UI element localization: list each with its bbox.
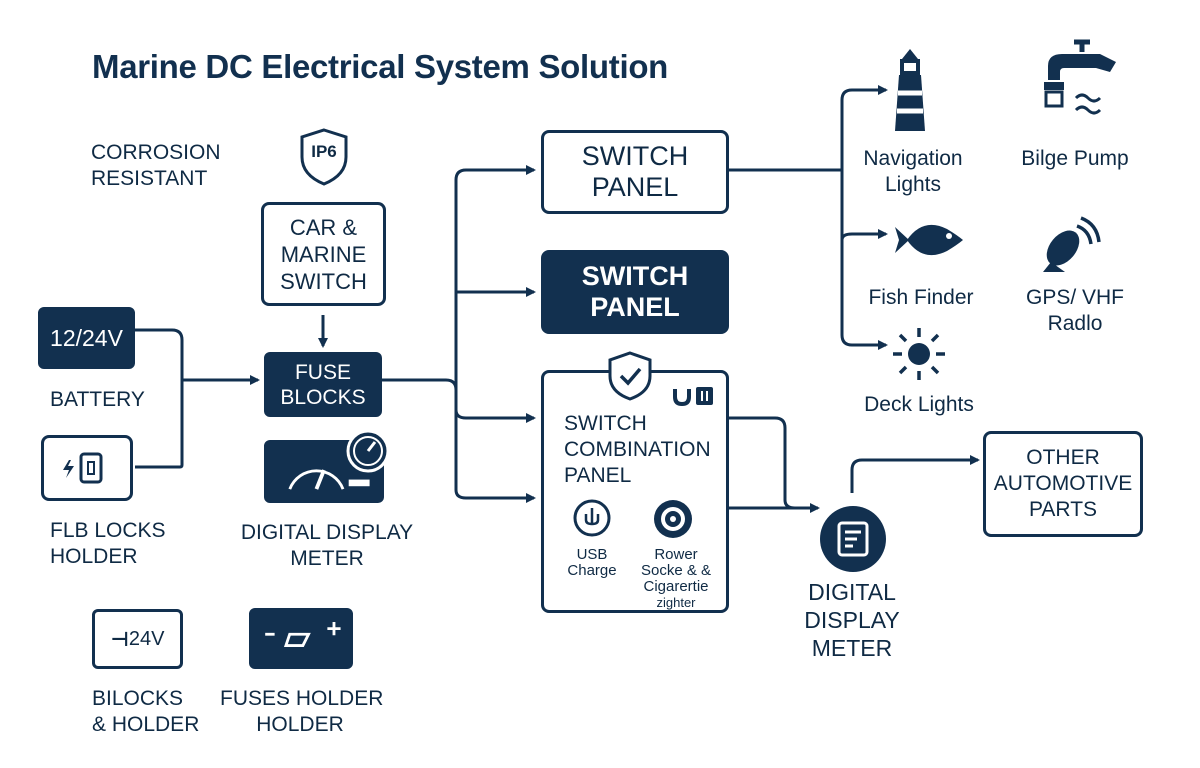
power-line-2: Socke & & — [640, 562, 712, 579]
wire-battery — [135, 328, 184, 469]
other-parts-box: OTHER AUTOMOTIVE PARTS — [983, 431, 1143, 537]
corrosion-line-1: CORROSION — [91, 141, 221, 164]
nav-line-2: Lights — [884, 173, 942, 196]
bilocks-line-2: & HOLDER — [92, 713, 200, 736]
battery-terminal-icon — [265, 622, 341, 647]
fish-icon — [893, 215, 967, 265]
panel2-line-2: PANEL — [590, 292, 680, 322]
navigation-lights-label: Navigation Lights — [845, 146, 981, 198]
other-line-3: PARTS — [1028, 498, 1098, 521]
battery-voltage: 12/24V — [50, 324, 123, 351]
car-switch-line-1: CAR & — [289, 214, 358, 240]
gps-line-1: GPS/ VHF — [1025, 286, 1125, 309]
bilocks-voltage: 24V — [128, 627, 165, 650]
switch-panel-1: SWITCH PANEL — [541, 130, 729, 214]
bilocks-line-1: BILOCKS — [92, 687, 184, 710]
wire-trunk-v — [454, 180, 536, 503]
meter-right-line-1: DIGITAL — [808, 579, 896, 605]
meter-dial-icon — [345, 428, 391, 474]
deck-lights-label: Deck Lights — [864, 393, 974, 416]
fuse-blocks-line-2: BLOCKS — [280, 385, 366, 409]
power-line-1: Rower — [654, 546, 698, 563]
digital-meter-right-icon — [819, 505, 887, 573]
fuses-holder-box — [249, 608, 353, 669]
lighthouse-icon — [885, 45, 935, 135]
panel2-line-1: SWITCH — [581, 261, 689, 291]
digital-meter-left-label: DIGITAL DISPLAY METER — [232, 520, 422, 572]
flb-holder-box — [41, 435, 133, 501]
gps-line-2: Radlo — [1047, 312, 1103, 335]
bilge-pump-label: Bilge Pump — [1021, 147, 1129, 170]
nav-line-1: Navigation — [863, 147, 963, 170]
bilge-pump-icon — [1040, 38, 1120, 120]
bilocks-plug-icon: ⊣ — [110, 628, 129, 651]
ip-badge-text: IP6 — [311, 142, 337, 161]
switch-combination-panel: SWITCH COMBINATION PANEL USB Charge Rowe… — [541, 370, 729, 613]
flb-locks-label: FLB LOCKS HOLDER — [50, 518, 166, 570]
protection-shield-icon — [606, 350, 654, 402]
flb-line-1: FLB LOCKS — [50, 519, 166, 542]
lightning-holder-icon — [63, 452, 103, 484]
fish-finder-label: Fish Finder — [868, 286, 974, 309]
gauge-icon — [288, 469, 370, 490]
cigarette-socket-icon — [651, 497, 695, 541]
wire-loads-v — [840, 85, 888, 101]
gps-vhf-label: GPS/ VHF Radlo — [1005, 285, 1145, 337]
fuse-blocks-box: FUSE BLOCKS — [264, 352, 382, 417]
page-title: Marine DC Electrical System Solution — [92, 48, 669, 85]
corrosion-line-2: RESISTANT — [91, 167, 208, 190]
fuses-line-2: HOLDER — [256, 713, 344, 736]
power-line-4: zighter — [656, 595, 696, 610]
bilocks-label: BILOCKS & HOLDER — [92, 686, 199, 738]
battery-box: 12/24V — [38, 307, 135, 369]
combo-title-line-2: COMBINATION — [564, 438, 711, 461]
satellite-dish-icon — [1035, 208, 1107, 278]
other-line-1: OTHER — [1026, 446, 1100, 469]
switch-panel-2: SWITCH PANEL — [541, 250, 729, 334]
flb-line-2: HOLDER — [50, 545, 138, 568]
fuses-holder-label: FUSES HOLDER HOLDER — [220, 686, 384, 738]
car-marine-switch-box: CAR & MARINE SWITCH — [261, 202, 386, 306]
wire-meter-other — [850, 455, 980, 493]
wire-trunk — [454, 165, 536, 181]
wire-combo-meter1 — [729, 416, 820, 513]
wire-trunk-combo — [454, 409, 536, 423]
usb-label: USB Charge — [556, 547, 628, 579]
digital-meter-right-label: DIGITAL DISPLAY METER — [790, 578, 914, 662]
fuse-blocks-line-1: FUSE — [294, 360, 351, 384]
magnet-icons — [672, 385, 716, 407]
other-line-2: AUTOMOTIVE — [993, 472, 1133, 495]
corrosion-label: CORROSION RESISTANT — [91, 140, 221, 192]
sun-icon — [891, 326, 947, 382]
meter-right-line-3: METER — [811, 635, 893, 661]
meter-left-line-1: DIGITAL DISPLAY — [240, 521, 414, 544]
ip-shield-icon: IP6 — [299, 127, 349, 187]
bilocks-box: ⊣ 24V — [92, 609, 183, 669]
wire-fuse-trunk — [381, 378, 458, 391]
combo-title-line-3: PANEL — [564, 464, 632, 487]
wire-loads-v2 — [840, 100, 888, 350]
battery-label: BATTERY — [50, 388, 145, 411]
fuses-line-1: FUSES HOLDER — [220, 687, 384, 710]
car-switch-line-3: SWITCH — [280, 268, 367, 294]
panel1-line-2: PANEL — [591, 172, 679, 202]
meter-left-line-2: METER — [290, 547, 364, 570]
meter-right-line-2: DISPLAY — [804, 607, 900, 633]
car-switch-line-2: MARINE — [280, 241, 367, 267]
usb-line-1: USB — [576, 546, 608, 563]
combo-title-line-1: SWITCH — [564, 412, 647, 435]
usb-line-2: Charge — [567, 562, 617, 579]
power-line-3: Cigarertie — [643, 578, 709, 595]
usb-power-icon — [572, 498, 612, 538]
panel1-line-1: SWITCH — [581, 141, 689, 171]
power-socket-label: Rower Socke & & Cigarertie zighter — [626, 547, 726, 611]
wire-loads-fish — [840, 229, 888, 241]
